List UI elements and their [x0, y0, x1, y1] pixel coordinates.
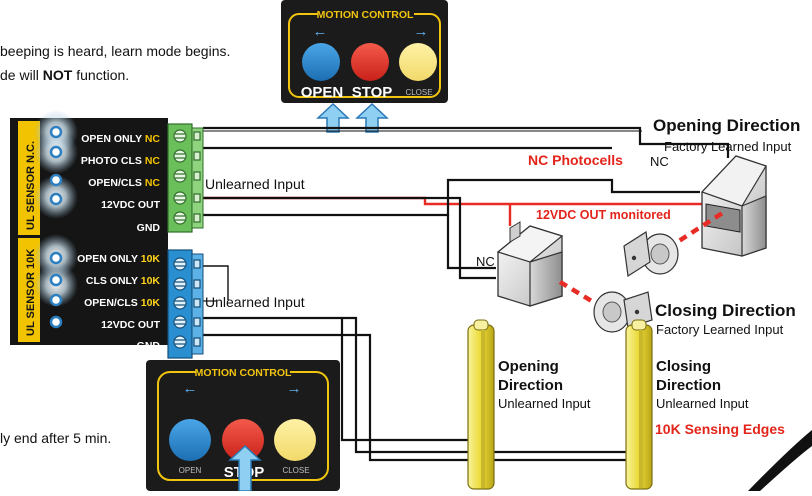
top-note-line2-bold: NOT	[43, 67, 73, 83]
opening-direction-title: Opening Direction	[653, 116, 800, 135]
nc-row-3-label: OPEN/CLS NC	[88, 177, 160, 189]
up-arrow-open-icon	[316, 102, 350, 133]
nc-photocells-label: NC Photocells	[528, 152, 623, 168]
tenk-row-4-label: 12VDC OUT	[101, 319, 161, 331]
stop-button-top[interactable]	[351, 43, 389, 81]
top-note-line2-pre: de will	[0, 67, 43, 83]
nc-row-4-label: 12VDC OUT	[101, 199, 161, 211]
arrow-left-top-icon: ←	[313, 23, 328, 40]
motion-control-title-bottom: MOTION CONTROL	[195, 367, 292, 379]
edge-closing-line1: Closing	[656, 358, 711, 375]
led-nc-1-icon	[49, 125, 63, 139]
stop-label-top: STOP	[352, 84, 393, 101]
close-button-top[interactable]	[399, 43, 437, 81]
green-screw-3-icon[interactable]	[173, 169, 187, 183]
factory-learned-input-bottom: Factory Learned Input	[656, 322, 784, 337]
led-10k-3-icon	[49, 293, 63, 307]
blue-screw-2-icon[interactable]	[173, 277, 187, 291]
motion-control-panel-top: MOTION CONTROL ← → OPEN STOP CLOSE	[281, 0, 448, 103]
tenk-row-2-label: CLS ONLY 10K	[86, 275, 161, 287]
reflector-top	[623, 230, 679, 278]
green-screw-2-icon[interactable]	[173, 149, 187, 163]
unlearned-input-bottom-label: Unlearned Input	[205, 294, 305, 310]
blue-terminal-block	[167, 249, 204, 359]
up-arrow-stop-icon	[355, 102, 389, 133]
green-screw-4-icon[interactable]	[173, 191, 187, 205]
motion-control-panel-bottom: MOTION CONTROL ← → OPEN STOP CLOSE	[146, 360, 340, 491]
open-label-top: OPEN	[301, 84, 344, 101]
bottom-note: ly end after 5 min.	[0, 430, 111, 446]
nc-left-label: NC	[476, 254, 495, 269]
factory-learned-input-top: Factory Learned Input	[664, 139, 792, 154]
corner-swoosh	[748, 430, 812, 491]
nc-row-2-label: PHOTO CLS NC	[81, 155, 161, 167]
photocell-left	[496, 221, 564, 307]
led-10k-4-icon	[49, 315, 63, 329]
edge-closing-sub: Unlearned Input	[656, 396, 749, 411]
blue-screw-4-icon[interactable]	[173, 315, 187, 329]
ul-sensor-10k-label: UL SENSOR 10K	[25, 249, 37, 336]
green-screw-5-icon[interactable]	[173, 211, 187, 225]
edge-opening-sub: Unlearned Input	[498, 396, 591, 411]
sensing-edge-closing	[625, 319, 653, 490]
open-button-bottom[interactable]	[169, 419, 211, 461]
unlearned-input-top-label: Unlearned Input	[205, 176, 305, 192]
reflector-bottom	[593, 291, 653, 333]
blue-screw-1-icon[interactable]	[173, 257, 187, 271]
blue-screw-3-icon[interactable]	[173, 296, 187, 310]
wires	[203, 126, 730, 462]
closing-direction-title: Closing Direction	[655, 301, 796, 320]
nc-row-1-label: OPEN ONLY NC	[81, 133, 160, 145]
green-screw-1-icon[interactable]	[173, 129, 187, 143]
top-note-line1: beeping is heard, learn mode begins.	[0, 43, 230, 59]
ul-sensor-nc-label: UL SENSOR N.C.	[25, 141, 37, 230]
sensing-edge-opening	[467, 319, 495, 490]
edge-opening-line2: Direction	[498, 377, 563, 394]
photocell-right	[700, 155, 767, 257]
control-board: UL SENSOR N.C. UL SENSOR 10K OPEN ONLY N…	[10, 110, 168, 352]
led-nc-2-icon	[49, 145, 63, 159]
beam-top	[666, 210, 726, 250]
sensing-edges-label: 10K Sensing Edges	[655, 421, 785, 437]
vdc-monitored-label: 12VDC OUT monitored	[536, 208, 671, 222]
led-nc-3-icon	[49, 173, 63, 187]
tenk-row-5-label: GND	[137, 340, 161, 352]
stop-button-bottom[interactable]	[222, 419, 264, 461]
led-10k-2-icon	[49, 273, 63, 287]
edge-opening-line1: Opening	[498, 358, 559, 375]
arrow-right-top-icon: →	[414, 23, 429, 40]
tenk-row-3-label: OPEN/CLS 10K	[84, 297, 160, 309]
nc-row-5-label: GND	[137, 222, 161, 234]
close-button-bottom[interactable]	[274, 419, 316, 461]
tenk-row-1-label: OPEN ONLY 10K	[77, 253, 160, 265]
open-label-bottom: OPEN	[179, 466, 202, 475]
green-terminal-block	[167, 123, 204, 233]
top-note-line2: de will NOT function.	[0, 67, 129, 83]
nc-right-label: NC	[650, 154, 669, 169]
open-button-top[interactable]	[302, 43, 340, 81]
led-nc-4-icon	[49, 192, 63, 206]
motion-control-title-top: MOTION CONTROL	[317, 9, 414, 21]
led-10k-1-icon	[49, 251, 63, 265]
top-note-line2-post: function.	[72, 67, 129, 83]
beam-bottom	[558, 280, 602, 308]
edge-closing-line2: Direction	[656, 377, 721, 394]
close-label-bottom: CLOSE	[282, 466, 309, 475]
arrow-left-bottom-icon: ←	[183, 380, 198, 397]
blue-screw-5-icon[interactable]	[173, 335, 187, 349]
arrow-right-bottom-icon: →	[287, 380, 302, 397]
close-label-top: CLOSE	[405, 88, 432, 97]
